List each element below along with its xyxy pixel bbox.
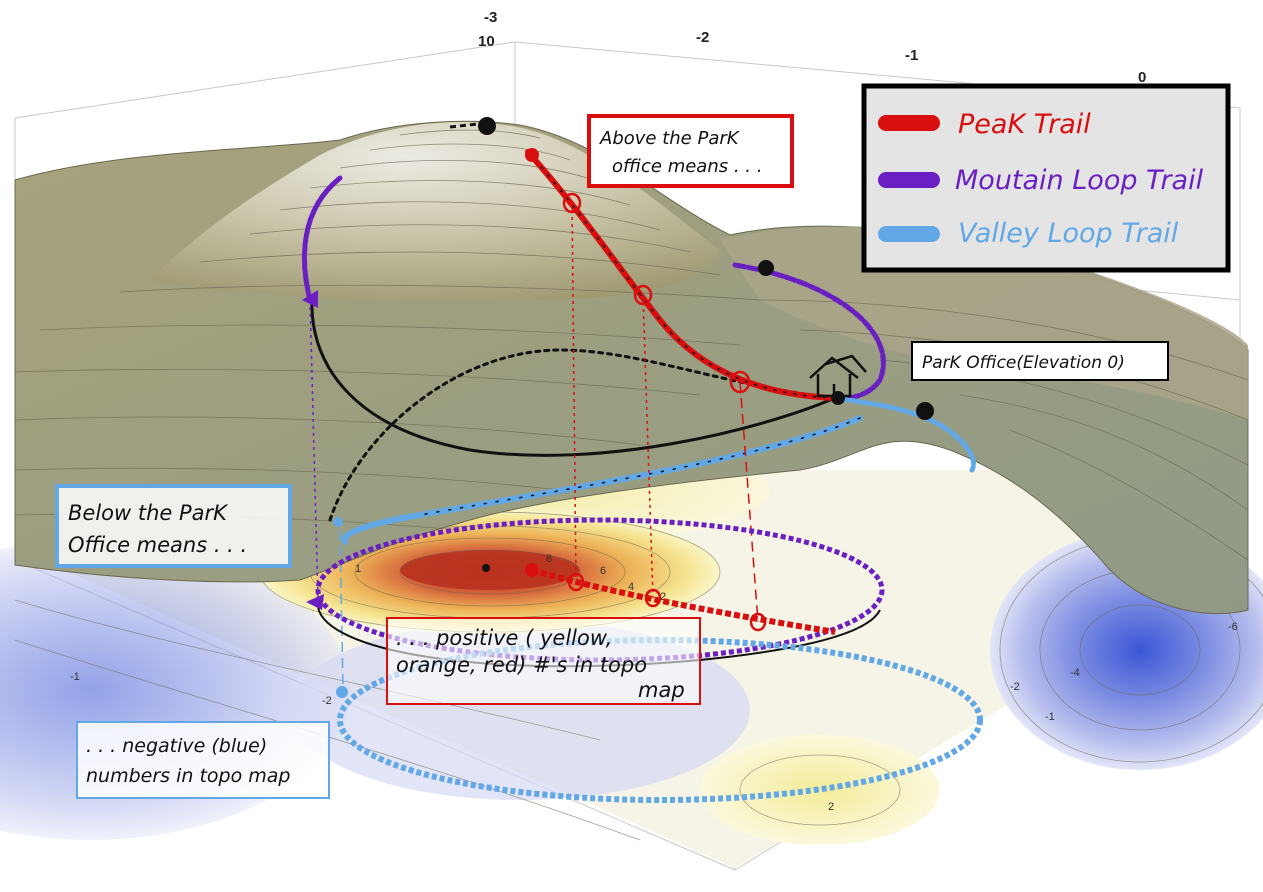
trail-black-dotted [328,348,837,522]
legend-item-valley-loop-trail: Valley Loop Trail [878,218,1179,249]
trail-lines [301,149,976,545]
contour-label: 2 [660,591,666,603]
annotation-above: Above the ParK office means . . . [587,114,794,188]
legend-swatch [878,172,940,188]
contour-label: -4 [1070,667,1080,679]
annotation-positive-line2: orange, red) #'s in topo [396,653,647,677]
contour-label: -1 [70,671,80,683]
trail-markers [302,117,934,698]
projected-valley-loop [337,637,983,803]
annotation-negative: . . . negative (blue) numbers in topo ma… [76,721,330,799]
annotation-office-text: ParK Office(Elevation 0) [922,353,1125,373]
contour-label: 6 [600,565,606,577]
contour-label: 1 [355,563,361,575]
tick-x-neg2: -2 [696,29,709,46]
tick-z-10: 10 [478,33,495,50]
legend-label: Moutain Loop Trail [955,165,1204,196]
tick-x-neg1: -1 [905,47,918,64]
legend-swatch [878,226,940,242]
mountain-loop-trail-right [732,262,886,401]
annotation-positive: . . . positive ( yellow, orange, red) #'… [386,617,701,705]
park-office-icon [809,354,867,398]
annotation-negative-line1: . . . negative (blue) [86,735,267,757]
annotation-below-line1: Below the ParK [68,501,229,525]
legend-swatch [878,115,940,131]
tick-x-neg3: -3 [484,9,497,26]
legend: PeaK Trail Moutain Loop Trail Valley Loo… [861,83,1231,273]
valley-loop-trail [832,395,976,473]
annotation-positive-line3: map [638,678,685,702]
legend-item-peak-trail: PeaK Trail [878,109,1091,140]
annotation-below-line2: Office means . . . [68,533,247,557]
annotation-below: Below the ParK Office means . . . [55,484,292,568]
tick-x-0: 0 [1138,69,1146,86]
axis-ticks: -3 -2 -1 0 10 [478,9,1146,86]
projected-peak-trail [531,567,836,635]
contour-label: 4 [628,581,634,593]
contour-label: -1 [1045,711,1055,723]
legend-label: PeaK Trail [958,109,1091,140]
contour-label: -2 [322,695,332,707]
annotation-office: ParK Office(Elevation 0) [911,341,1169,381]
annotation-positive-line1: . . . positive ( yellow, [396,626,612,650]
annotation-above-line1: Above the ParK [599,128,740,149]
contour-labels: 8 6 4 2 1 -1 -2 -4 -6 -1 -2 2 [70,553,1238,813]
contour-label: -6 [1228,621,1238,633]
projected-mountain-loop [315,517,885,663]
mountain-loop-trail [301,175,343,303]
trail-black-solid [310,298,837,457]
annotation-negative-line2: numbers in topo map [86,765,290,787]
legend-label: Valley Loop Trail [958,218,1179,249]
contour-label: -2 [1010,681,1020,693]
contour-label: 8 [546,553,552,565]
annotation-above-line2: office means . . . [612,156,762,177]
contour-label: 2 [828,801,834,813]
legend-item-mountain-loop-trail: Moutain Loop Trail [878,165,1204,196]
